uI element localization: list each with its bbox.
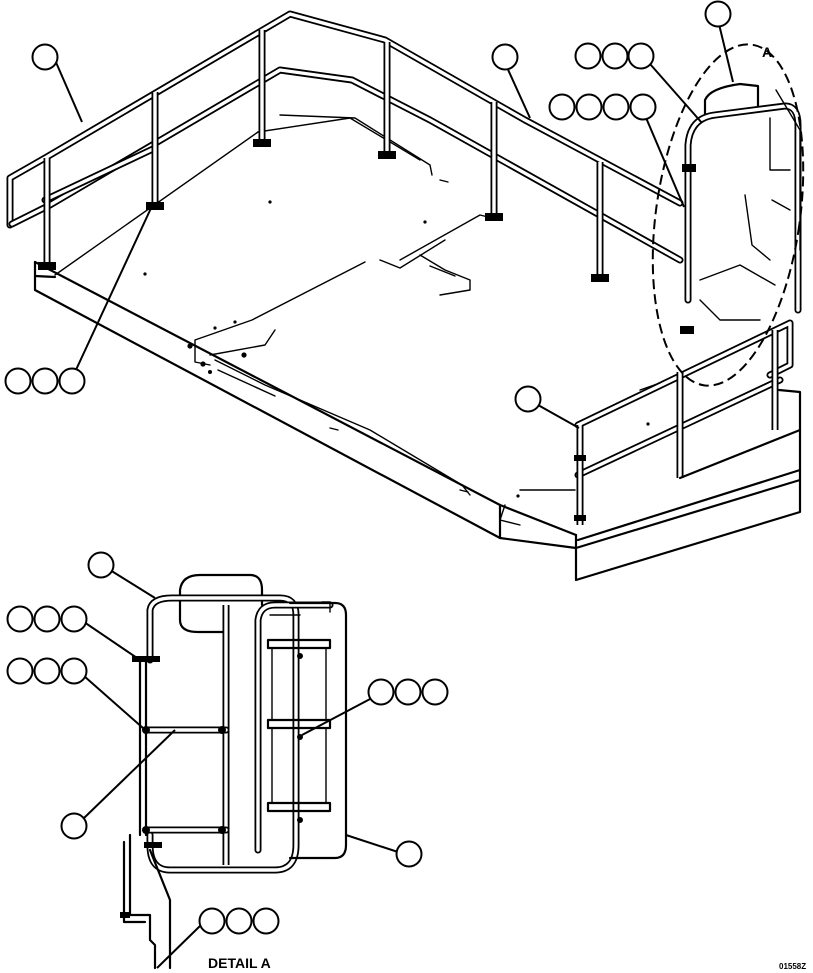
drawing-number: 01558Z <box>779 962 806 971</box>
callout-bubble-group <box>574 42 703 124</box>
detail-a-boundary <box>651 43 805 387</box>
callout-bubble <box>514 385 580 429</box>
detail-caption: DETAIL A <box>208 955 271 971</box>
callout-bubble <box>491 43 531 119</box>
handrail-post <box>591 162 609 282</box>
front-handrail <box>574 319 802 525</box>
callout-bubble-group <box>156 907 280 969</box>
callout-bubble-group <box>4 205 153 395</box>
handrail-post <box>378 42 396 159</box>
handrail-post <box>485 102 503 221</box>
callout-bubble <box>704 0 734 83</box>
callout-bubble-group <box>6 657 144 729</box>
platform-deck <box>33 114 802 582</box>
callout-bubble-group <box>6 605 141 661</box>
handrail-post <box>253 30 271 147</box>
callout-bubble-group <box>301 678 449 736</box>
detail-a-view <box>120 573 348 970</box>
main-handrail <box>6 10 684 282</box>
callout-bubble <box>87 551 156 599</box>
handrail-post <box>146 92 164 210</box>
callout-bubble <box>345 834 423 868</box>
callout-bubble <box>60 729 176 840</box>
callout-bubble <box>31 43 83 123</box>
ladder-assembly <box>680 82 802 334</box>
detail-marker-label: A <box>762 44 772 60</box>
callout-bubble-group <box>548 93 685 208</box>
handrail-post <box>38 158 56 270</box>
